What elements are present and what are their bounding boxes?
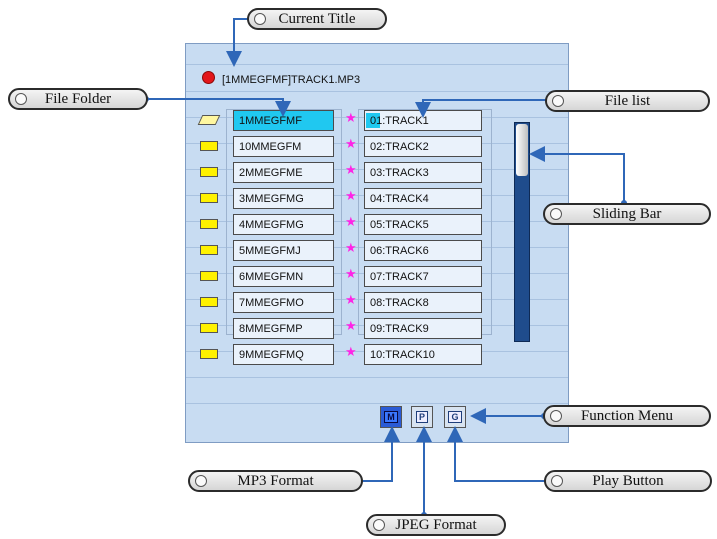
- star-icon: ★: [345, 318, 357, 333]
- star-icon: ★: [345, 136, 357, 151]
- track-item-label: 07:TRACK7: [370, 270, 429, 283]
- folder-item[interactable]: 4MMEGFMG: [233, 214, 334, 235]
- folder-icon: [200, 141, 218, 151]
- folder-item[interactable]: 2MMEGFME: [233, 162, 334, 183]
- folder-item-label: 2MMEGFME: [239, 166, 303, 179]
- star-icon: ★: [345, 110, 357, 125]
- star-icon: ★: [345, 344, 357, 359]
- player-screen: [1MMEGFMF]TRACK1.MP3 1MMEGFMF ★ 01:TRACK1 1…: [185, 43, 569, 443]
- record-dot-icon: [202, 71, 215, 84]
- star-icon: ★: [345, 162, 357, 177]
- star-icon: ★: [345, 214, 357, 229]
- folder-icon: [200, 323, 218, 333]
- folder-item-label: 3MMEGFMG: [239, 192, 304, 205]
- track-item-label: 05:TRACK5: [370, 218, 429, 231]
- track-item-label: 09:TRACK9: [370, 322, 429, 335]
- folder-item[interactable]: 10MMEGFM: [233, 136, 334, 157]
- track-item[interactable]: 09:TRACK9: [364, 318, 482, 339]
- track-item-label: 08:TRACK8: [370, 296, 429, 309]
- folder-item[interactable]: 9MMEGFMQ: [233, 344, 334, 365]
- callout-mp3-format: MP3 Format: [188, 470, 363, 492]
- jpeg-format-icon: P: [415, 411, 428, 423]
- folder-item-label: 5MMEGFMJ: [239, 244, 301, 257]
- folder-item[interactable]: 6MMEGFMN: [233, 266, 334, 287]
- folder-item-label: 10MMEGFM: [239, 140, 302, 153]
- track-item[interactable]: 04:TRACK4: [364, 188, 482, 209]
- current-title-text: [1MMEGFMF]TRACK1.MP3: [222, 74, 361, 86]
- star-icon: ★: [345, 292, 357, 307]
- track-item[interactable]: 08:TRACK8: [364, 292, 482, 313]
- arrow-file-list: [415, 99, 548, 118]
- callout-jpeg-format: JPEG Format: [366, 514, 506, 536]
- folder-item[interactable]: 5MMEGFMJ: [233, 240, 334, 261]
- arrow-sliding-bar: [529, 146, 625, 203]
- play-icon: G: [448, 411, 462, 423]
- divider: [186, 377, 568, 378]
- folder-item-label: 4MMEGFMG: [239, 218, 304, 231]
- track-item[interactable]: 07:TRACK7: [364, 266, 482, 287]
- track-item[interactable]: 06:TRACK6: [364, 240, 482, 261]
- arrow-mp3-format: [360, 426, 400, 482]
- divider: [186, 91, 568, 92]
- track-item-label: 06:TRACK6: [370, 244, 429, 257]
- track-item-label: 02:TRACK2: [370, 140, 429, 153]
- star-icon: ★: [345, 240, 357, 255]
- folder-icon: [200, 219, 218, 229]
- folder-icon: [200, 167, 218, 177]
- callout-file-list: File list: [545, 90, 710, 112]
- track-item-label: 04:TRACK4: [370, 192, 429, 205]
- folder-icon: [200, 193, 218, 203]
- track-item[interactable]: 05:TRACK5: [364, 214, 482, 235]
- folder-item[interactable]: 7MMEGFMO: [233, 292, 334, 313]
- track-item-label: 01:TRACK1: [370, 114, 429, 127]
- folder-item-label: 9MMEGFMQ: [239, 348, 304, 361]
- callout-play-button: Play Button: [544, 470, 712, 492]
- divider: [186, 403, 568, 404]
- folder-icon: [200, 271, 218, 281]
- callout-sliding-bar: Sliding Bar: [543, 203, 711, 225]
- callout-current-title: Current Title: [247, 8, 387, 30]
- track-item[interactable]: 10:TRACK10: [364, 344, 482, 365]
- track-item-label: 03:TRACK3: [370, 166, 429, 179]
- selection-highlight: [366, 113, 380, 128]
- folder-item-label: 8MMEGFMP: [239, 322, 303, 335]
- mp3-format-icon: M: [384, 411, 398, 423]
- arrow-play-button: [447, 426, 547, 482]
- track-item-label: 10:TRACK10: [370, 348, 435, 361]
- folder-item-label: 1MMEGFMF: [239, 114, 302, 127]
- star-icon: ★: [345, 188, 357, 203]
- folder-icon: [200, 297, 218, 307]
- track-item[interactable]: 03:TRACK3: [364, 162, 482, 183]
- callout-file-folder: File Folder: [8, 88, 148, 110]
- arrow-current-title: [226, 18, 250, 67]
- sliding-bar[interactable]: [514, 122, 530, 342]
- folder-item[interactable]: 3MMEGFMG: [233, 188, 334, 209]
- arrow-file-folder: [146, 98, 291, 117]
- folder-icon: [200, 349, 218, 359]
- sliding-bar-thumb[interactable]: [516, 124, 528, 176]
- folder-item-label: 7MMEGFMO: [239, 296, 304, 309]
- star-icon: ★: [345, 266, 357, 281]
- mp3-format-button[interactable]: M: [380, 406, 402, 428]
- divider: [186, 64, 568, 65]
- folder-item[interactable]: 8MMEGFMP: [233, 318, 334, 339]
- track-item[interactable]: 02:TRACK2: [364, 136, 482, 157]
- folder-item-label: 6MMEGFMN: [239, 270, 304, 283]
- callout-function-menu: Function Menu: [543, 405, 711, 427]
- folder-icon: [200, 245, 218, 255]
